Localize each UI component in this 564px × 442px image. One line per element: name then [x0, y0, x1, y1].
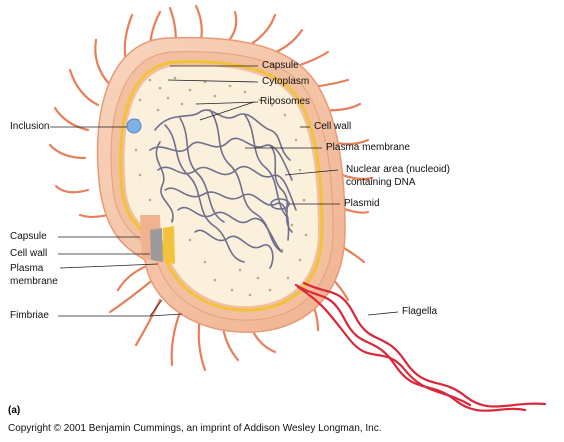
label-nuclear-area-line1: Nuclear area (nucleoid) — [346, 164, 450, 175]
label-plasma-membrane-left-line1: Plasma — [10, 263, 44, 274]
label-plasmid: Plasmid — [344, 198, 380, 209]
label-cell-wall-right: Cell wall — [314, 121, 352, 132]
label-flagella: Flagella — [402, 306, 438, 317]
inclusion-granule — [126, 118, 142, 134]
label-plasma-membrane-left-line2: membrane — [10, 276, 58, 287]
label-capsule-left: Capsule — [10, 231, 47, 242]
label-plasma-membrane-right: Plasma membrane — [326, 142, 410, 153]
label-cytoplasm: Cytoplasm — [262, 76, 310, 87]
label-capsule-top: Capsule — [262, 60, 299, 71]
plasma-membrane-layer — [119, 60, 324, 312]
label-cell-wall-left: Cell wall — [10, 248, 48, 259]
label-ribosomes: Ribosomes — [260, 96, 311, 107]
label-inclusion: Inclusion — [10, 121, 50, 132]
nucleoid-dna — [149, 109, 297, 269]
cutaway-cell-wall — [150, 228, 163, 262]
label-fimbriae: Fimbriae — [10, 310, 49, 321]
cutaway-membrane — [163, 226, 175, 264]
copyright-notice: Copyright © 2001 Benjamin Cummings, an i… — [8, 423, 382, 434]
leader-lines — [50, 65, 399, 317]
panel-label: (a) — [8, 405, 21, 416]
flagella-group — [294, 281, 547, 412]
label-nuclear-area-line2: containing DNA — [346, 177, 416, 188]
